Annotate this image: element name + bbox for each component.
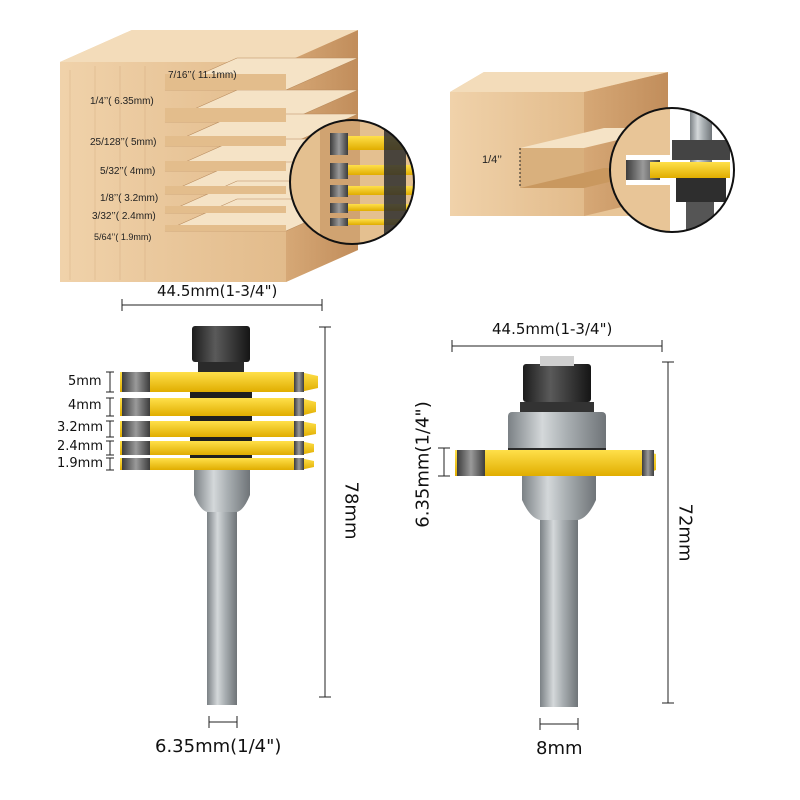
slot-label-1-8: 1/8’’( 3.2mm) — [100, 193, 159, 204]
bit-b-shank-label: 8mm — [536, 738, 583, 759]
bit-a-blade-label-2-4mm: 2.4mm — [57, 439, 104, 454]
bit-a-shank-label: 6.35mm(1/4") — [155, 736, 282, 757]
bit-a-width-label: 44.5mm(1-3/4") — [157, 282, 278, 300]
slot-label-1-4: 1/4’’( 6.35mm) — [90, 96, 154, 107]
bit-a-blade-label-1-9mm: 1.9mm — [57, 456, 104, 471]
bit-a-height-label: 78mm — [340, 481, 362, 540]
bit-b-height-label: 72mm — [674, 503, 696, 562]
bit-a-blade-label-3-2mm: 3.2mm — [57, 420, 104, 435]
dimension-lines — [106, 148, 674, 730]
router-bit-stacked — [120, 326, 318, 705]
bit-b-width-label: 44.5mm(1-3/4") — [492, 320, 613, 338]
slot-label-3-32: 3/32’’( 2.4mm) — [92, 211, 156, 222]
slot-label-5-64: 5/64’’( 1.9mm) — [94, 232, 152, 242]
slot-label-5-32: 5/32’’( 4mm) — [100, 166, 156, 177]
groove-label: 1/4’’ — [482, 154, 502, 166]
bit-a-blade-label-4mm: 4mm — [68, 398, 102, 413]
zoom-detail-stepped — [289, 119, 415, 245]
zoom-detail-groove — [609, 107, 735, 233]
slot-label-25-128: 25/128’’( 5mm) — [90, 137, 157, 148]
slot-label-7-16: 7/16’’( 11.1mm) — [168, 70, 237, 81]
bit-a-blade-label-5mm: 5mm — [68, 374, 102, 389]
bit-b-cut-label: 6.35mm(1/4") — [412, 401, 434, 528]
router-bit-single — [455, 356, 656, 707]
wood-block-stepped — [60, 30, 359, 282]
